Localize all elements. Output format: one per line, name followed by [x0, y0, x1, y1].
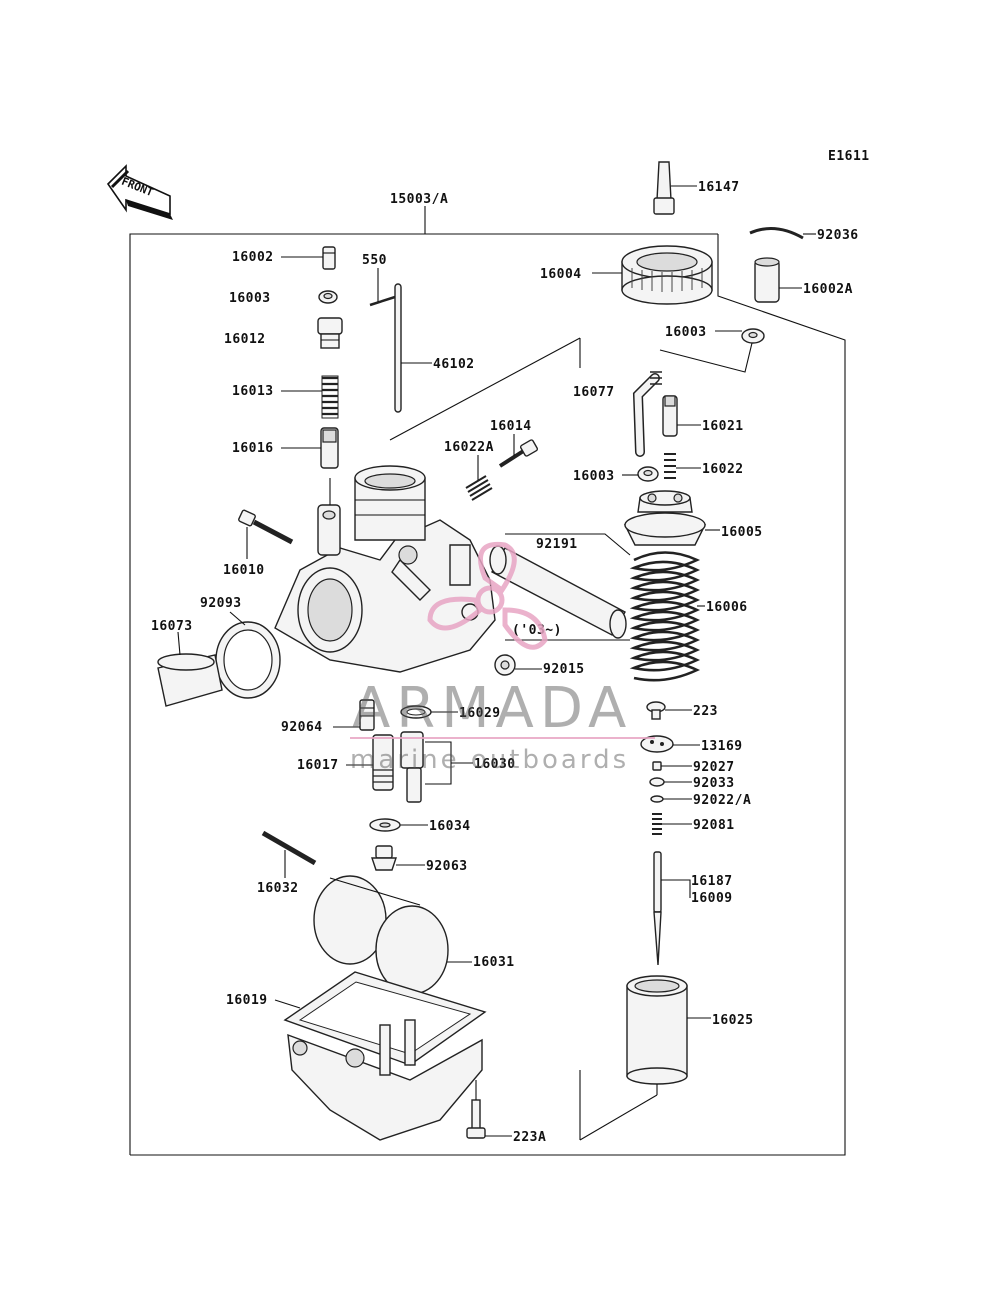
label-16030: 16030 — [474, 757, 516, 772]
float-bowl — [287, 1019, 483, 1141]
part-16073-ring — [157, 653, 223, 707]
part-16002 — [322, 246, 336, 270]
label-16031: 16031 — [473, 955, 515, 970]
part-16077-cable — [632, 371, 662, 457]
label-92033: 92033 — [693, 776, 735, 791]
part-16014 — [498, 439, 539, 468]
part-16022a-spring — [465, 475, 493, 501]
part-92064 — [359, 699, 375, 731]
part-92015-nut — [494, 654, 516, 676]
label-92015: 92015 — [543, 662, 585, 677]
part-16022-spring — [664, 453, 676, 479]
label-92027: 92027 — [693, 760, 735, 775]
carburetor-body — [274, 465, 496, 673]
part-16187-needle — [653, 851, 662, 966]
part-16012 — [317, 317, 343, 349]
diagram-code: E1611 — [828, 149, 870, 164]
label-92093: 92093 — [200, 596, 242, 611]
label-16003-right-lower: 16003 — [573, 469, 615, 484]
label-92022a: 92022/A — [693, 793, 751, 808]
front-arrow-icon: FRONT — [106, 164, 173, 220]
part-16032-pin — [261, 830, 317, 866]
label-16077: 16077 — [573, 385, 615, 400]
label-16029: 16029 — [459, 706, 501, 721]
label-15003-a: 15003/A — [390, 192, 448, 207]
part-16021 — [662, 395, 678, 437]
part-92033 — [649, 777, 665, 787]
label-16021: 16021 — [702, 419, 744, 434]
label-16013: 16013 — [232, 384, 274, 399]
part-16003-nut — [318, 290, 338, 304]
part-16002a — [754, 257, 780, 303]
part-16005 — [623, 490, 707, 546]
label-46102: 46102 — [433, 357, 475, 372]
part-16030 — [400, 731, 424, 803]
part-223a-screw — [466, 1099, 486, 1139]
part-16003-nut-mid — [637, 466, 659, 482]
label-16022: 16022 — [702, 462, 744, 477]
part-92027 — [652, 761, 662, 771]
part-92022a — [650, 795, 664, 803]
part-16004-cap — [621, 245, 713, 305]
label-16014: 16014 — [490, 419, 532, 434]
label-16012: 16012 — [224, 332, 266, 347]
label-16003-right-upper: 16003 — [665, 325, 707, 340]
label-16032: 16032 — [257, 881, 299, 896]
part-16006-spring — [629, 551, 701, 682]
label-16010: 16010 — [223, 563, 265, 578]
label-92036: 92036 — [817, 228, 859, 243]
label-16006: 16006 — [706, 600, 748, 615]
label-16025: 16025 — [712, 1013, 754, 1028]
label-16147: 16147 — [698, 180, 740, 195]
label-223a: 223A — [513, 1130, 546, 1145]
label-16034: 16034 — [429, 819, 471, 834]
year-note: ('03~) — [512, 623, 562, 638]
label-92063: 92063 — [426, 859, 468, 874]
part-550 — [369, 295, 396, 307]
label-92081: 92081 — [693, 818, 735, 833]
watermark-tagline: marine outboards — [350, 745, 629, 775]
part-16017 — [372, 734, 394, 791]
label-16003-upper: 16003 — [229, 291, 271, 306]
label-16004: 16004 — [540, 267, 582, 282]
label-92064: 92064 — [281, 720, 323, 735]
label-223: 223 — [693, 704, 718, 719]
part-92036-clip — [749, 227, 804, 240]
watermark-brand: ARMADA — [352, 676, 632, 741]
label-550: 550 — [362, 253, 387, 268]
label-16009: 16009 — [691, 891, 733, 906]
label-16019: 16019 — [226, 993, 268, 1008]
part-16147 — [653, 161, 675, 215]
part-92081-spring — [652, 813, 662, 835]
part-92093-clamp — [215, 621, 281, 699]
part-92191-hose — [489, 545, 627, 639]
part-16010 — [238, 509, 294, 545]
assembly-frame — [129, 206, 846, 1156]
label-16002: 16002 — [232, 250, 274, 265]
propeller-logo-icon — [427, 541, 548, 650]
part-16003-nut-right — [741, 328, 765, 344]
label-16187: 16187 — [691, 874, 733, 889]
label-13169: 13169 — [701, 739, 743, 754]
label-92191: 92191 — [536, 537, 578, 552]
part-46102 — [394, 283, 402, 413]
part-223-screw — [646, 701, 666, 720]
part-16016 — [320, 427, 339, 469]
part-16019-gasket — [283, 971, 487, 1066]
part-16013-spring — [321, 375, 339, 419]
part-13169-plate — [640, 735, 674, 753]
armada-watermark: ARMADA marine outboards — [350, 541, 655, 775]
label-16017: 16017 — [297, 758, 339, 773]
label-16022a: 16022A — [444, 440, 494, 455]
part-16031-floats — [313, 875, 449, 995]
part-16034-washer — [369, 818, 401, 832]
label-16002a: 16002A — [803, 282, 853, 297]
label-16005: 16005 — [721, 525, 763, 540]
label-16073: 16073 — [151, 619, 193, 634]
part-92063 — [371, 845, 397, 871]
part-16025-throttle-valve — [626, 975, 688, 1085]
label-16016: 16016 — [232, 441, 274, 456]
